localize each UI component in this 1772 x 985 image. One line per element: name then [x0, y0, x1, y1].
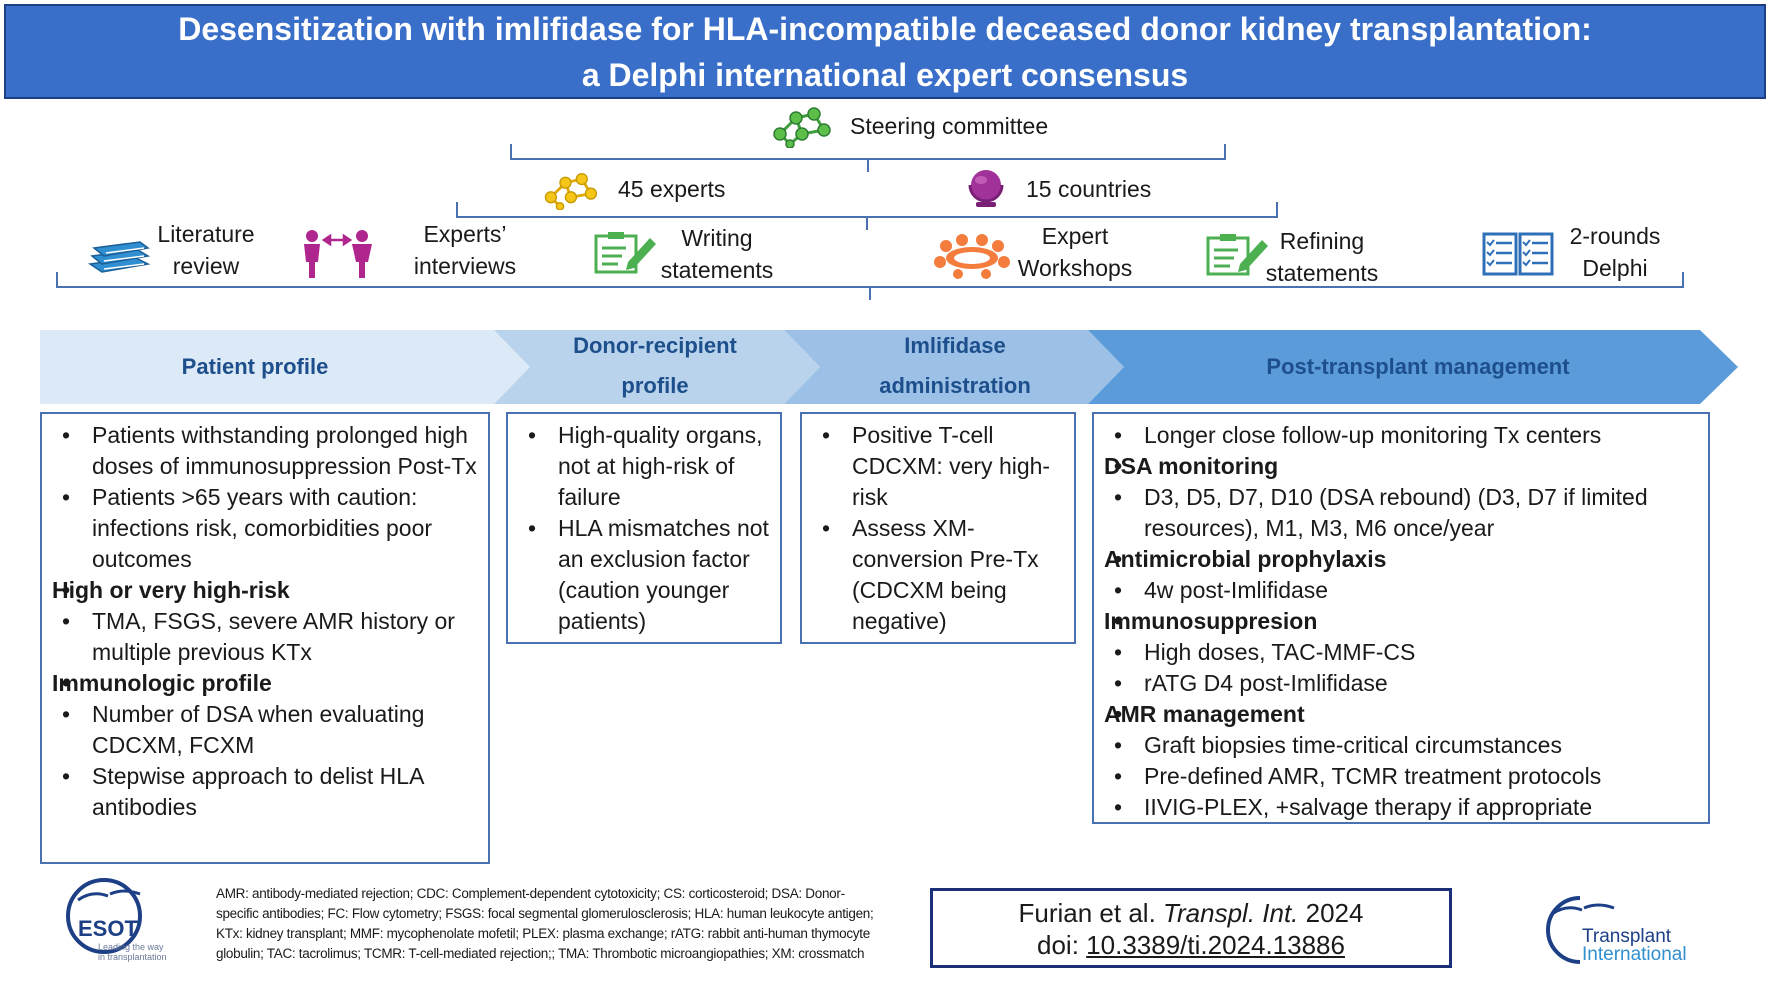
post-transplant-box: Longer close follow-up monitoring Tx cen…	[1092, 412, 1710, 824]
stage-patient-profile: Patient profile	[181, 354, 329, 379]
clipboard-pen-icon	[594, 232, 656, 274]
doi-link[interactable]: 10.3389/ti.2024.13886	[1086, 930, 1345, 960]
list-item: High-quality organs, not at high-risk of…	[518, 420, 770, 513]
list-item: Assess XM-conversion Pre-Tx (CDCXM being…	[812, 513, 1064, 637]
list-item: Number of DSA when evaluating CDCXM, FCX…	[52, 699, 478, 761]
section-heading: High or very high-risk	[52, 575, 478, 606]
citation-box: Furian et al. Transpl. Int. 2024 doi: 10…	[930, 888, 1452, 968]
section-heading: Immunosuppresion	[1104, 606, 1698, 637]
title-line-1: Desensitization with imlifidase for HLA-…	[178, 10, 1592, 47]
patient-profile-list: Patients withstanding prolonged high dos…	[52, 420, 478, 823]
meeting-table-icon	[934, 234, 1010, 279]
network-icon-gold	[544, 172, 598, 210]
ti-logo-line-1: Transplant	[1582, 926, 1672, 947]
section-heading: DSA monitoring	[1104, 451, 1698, 482]
section-heading: Antimicrobial prophylaxis	[1104, 544, 1698, 575]
books-icon	[87, 241, 151, 273]
ti-logo-line-2: International	[1582, 944, 1687, 965]
donor-recipient-box: High-quality organs, not at high-risk of…	[506, 412, 782, 644]
list-item: 4w post-Imlifidase	[1104, 575, 1698, 606]
title-banner: Desensitization with imlifidase for HLA-…	[4, 4, 1766, 99]
esot-logo: ESOT Leading the way in transplantation	[58, 876, 174, 966]
network-icon	[773, 107, 831, 148]
ti-logo-mark	[1546, 896, 1615, 964]
checklist-icon	[1482, 232, 1554, 276]
list-item: Patients >65 years with caution: infecti…	[52, 482, 478, 575]
esot-tagline-2: in transplantation	[98, 952, 167, 962]
esot-logo-mark	[66, 878, 142, 954]
experts-count-label: 45 experts	[618, 176, 726, 202]
list-item: D3, D5, D7, D10 (DSA rebound) (D3, D7 if…	[1104, 482, 1698, 544]
stage-post-transplant-management: Post-transplant management	[1266, 354, 1570, 379]
list-item: Longer close follow-up monitoring Tx cen…	[1104, 420, 1698, 451]
steps-bracket	[56, 272, 1684, 288]
transplant-international-logo: Transplant International	[1540, 892, 1720, 968]
stage-arrows	[40, 330, 1738, 404]
donor-recipient-list: High-quality organs, not at high-risk of…	[518, 420, 770, 637]
section-heading: Immunologic profile	[52, 668, 478, 699]
steering-committee-label: Steering committee	[850, 113, 1049, 139]
title-line-2: a Delphi international expert consensus	[581, 56, 1189, 93]
esot-name: ESOT	[78, 916, 138, 941]
list-item: HLA mismatches not an exclusion factor (…	[518, 513, 770, 637]
imlifidase-box: Positive T-cell CDCXM: very high-riskAss…	[800, 412, 1076, 644]
list-item: rATG D4 post-Imlifidase	[1104, 668, 1698, 699]
experts-bracket	[456, 202, 1278, 218]
post-transplant-list: Longer close follow-up monitoring Tx cen…	[1104, 420, 1698, 823]
list-item: Patients withstanding prolonged high dos…	[52, 420, 478, 482]
patient-profile-box: Patients withstanding prolonged high dos…	[40, 412, 490, 864]
steering-bracket	[510, 144, 1226, 160]
imlifidase-list: Positive T-cell CDCXM: very high-riskAss…	[812, 420, 1064, 637]
list-item: High doses, TAC-MMF-CS	[1104, 637, 1698, 668]
list-item: Stepwise approach to delist HLA antibodi…	[52, 761, 478, 823]
countries-count-label: 15 countries	[1026, 176, 1152, 202]
citation-line-1: Furian et al. Transpl. Int. 2024	[1018, 898, 1364, 928]
list-item: Positive T-cell CDCXM: very high-risk	[812, 420, 1064, 513]
section-heading: AMR management	[1104, 699, 1698, 730]
people-icon	[304, 230, 372, 278]
list-item: Graft biopsies time-critical circumstanc…	[1104, 730, 1698, 761]
list-item: IIVIG-PLEX, +salvage therapy if appropri…	[1104, 792, 1698, 823]
abbreviations-footnote: AMR: antibody-mediated rejection; CDC: C…	[216, 886, 874, 961]
list-item: TMA, FSGS, severe AMR history or multipl…	[52, 606, 478, 668]
list-item: Pre-defined AMR, TCMR treatment protocol…	[1104, 761, 1698, 792]
citation-line-2: doi: 10.3389/ti.2024.13886	[1037, 930, 1345, 960]
esot-tagline-1: Leading the way	[98, 942, 164, 952]
